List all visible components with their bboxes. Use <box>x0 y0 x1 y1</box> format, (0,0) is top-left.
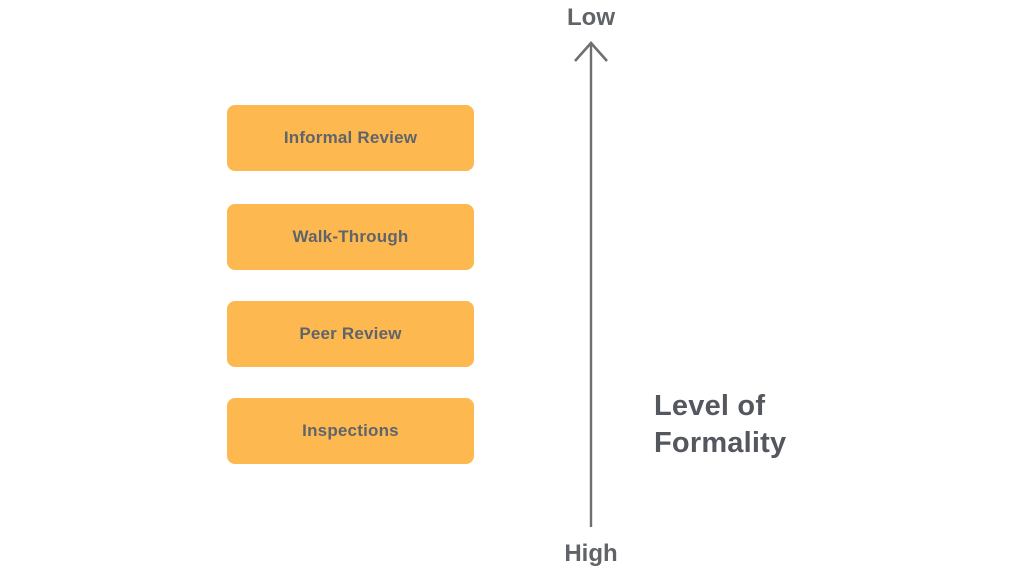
box-label: Inspections <box>302 421 399 440</box>
up-arrow-icon <box>574 41 608 527</box>
box-peer-review: Peer Review <box>227 301 474 367</box>
box-label: Peer Review <box>299 324 402 343</box>
box-informal-review: Informal Review <box>227 105 474 171</box>
box-walk-through: Walk-Through <box>227 204 474 270</box>
box-inspections: Inspections <box>227 398 474 464</box>
box-label: Walk-Through <box>292 227 409 246</box>
axis-label-low: Low <box>567 4 615 31</box>
axis-label-high: High <box>564 540 618 567</box>
axis-title: Level of Formality <box>654 390 787 459</box>
box-label: Informal Review <box>283 128 418 147</box>
